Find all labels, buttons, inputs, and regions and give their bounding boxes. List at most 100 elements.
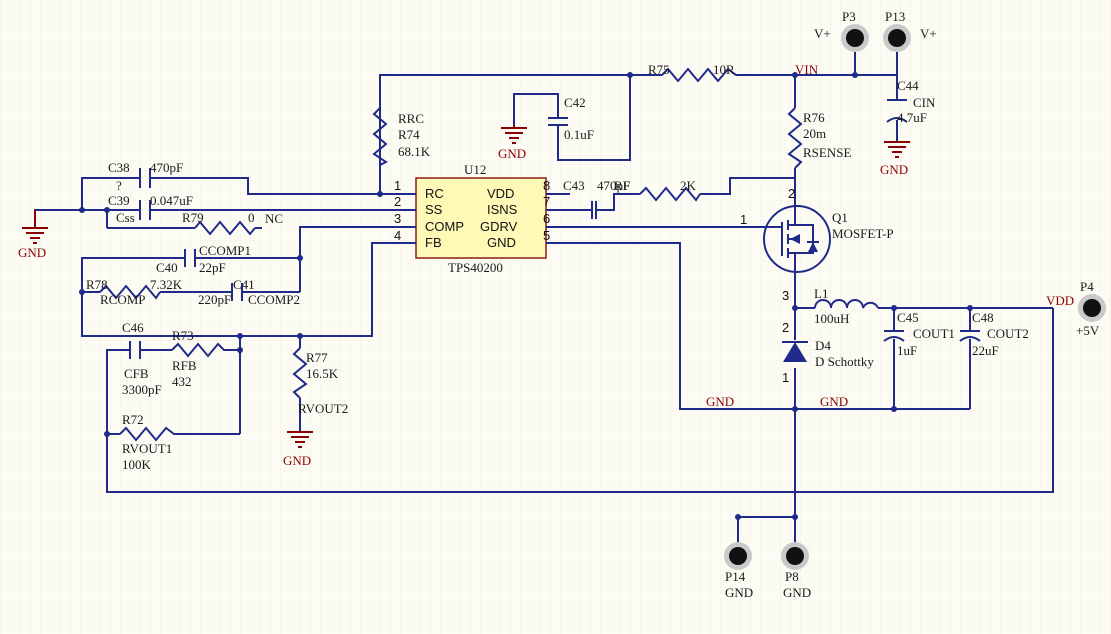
capacitor-c43[interactable]: C43 470pF (563, 178, 630, 219)
port-p3[interactable]: P3 V+ (814, 9, 869, 52)
r72-comment: RVOUT1 (122, 441, 172, 456)
wires (34, 50, 1054, 545)
ic-designator: U12 (464, 162, 486, 177)
resistor-r78[interactable]: R78 RCOMP 7.32K (86, 277, 183, 307)
c41-comment: CCOMP2 (248, 292, 300, 307)
ic-pin-rc-name: RC (425, 186, 444, 201)
r78-designator: R78 (86, 277, 108, 292)
r78-comment: RCOMP (100, 292, 146, 307)
l1-designator: L1 (814, 286, 828, 301)
diode-d4[interactable]: 2 1 D4 D Schottky (782, 320, 874, 385)
ic-pin-vdd-name: VDD (487, 186, 514, 201)
c45-comment: COUT1 (913, 326, 955, 341)
capacitor-c48[interactable]: C48 COUT2 22uF (959, 310, 1029, 358)
r72-designator: R72 (122, 412, 144, 427)
c40-comment: CCOMP1 (199, 243, 251, 258)
port-p8[interactable]: P8 GND (781, 542, 811, 600)
mosfet-q1[interactable]: 2 1 3 Q1 MOSFET-P (740, 186, 894, 303)
port-p14[interactable]: P14 GND (724, 542, 753, 600)
net-label-vdd: VDD (1046, 293, 1074, 308)
c46-comment: CFB (124, 366, 149, 381)
gnd-label-c42: GND (498, 146, 526, 161)
p3-designator: P3 (842, 9, 856, 24)
ic-pin-ss-name: SS (425, 202, 443, 217)
c42-designator: C42 (564, 95, 586, 110)
resistor-r74-rrc[interactable]: RRC R74 68.1K (372, 107, 431, 166)
ground-symbol-left: GND (18, 210, 48, 260)
gnd-label-cin: GND (880, 162, 908, 177)
r79-designator: R79 (182, 210, 204, 225)
ground-symbol-rvout2: GND (283, 431, 313, 468)
p13-net: V+ (920, 26, 937, 41)
c43-value: 470pF (597, 178, 630, 193)
r75-value: 10R (713, 62, 735, 77)
q1-comment: MOSFET-P (832, 226, 894, 241)
p8-net: GND (783, 585, 811, 600)
net-label-vin: VIN (795, 62, 819, 77)
ground-symbol-c42: GND (498, 125, 527, 161)
r77-comment: RVOUT2 (298, 401, 348, 416)
c45-value: 1uF (897, 343, 917, 358)
capacitor-c45[interactable]: C45 COUT1 1uF (883, 310, 955, 358)
l1-value: 100uH (814, 311, 849, 326)
c42-value: 0.1uF (564, 127, 594, 142)
c39-designator: C39 (108, 193, 130, 208)
capacitor-c39[interactable]: C39 0.047uF Css (108, 193, 193, 225)
r77-designator: R77 (306, 350, 328, 365)
ic-pin-gdrv-name: GDRV (480, 219, 518, 234)
ground-symbol-cin: GND (880, 141, 910, 177)
resistor-r72[interactable]: R72 RVOUT1 100K (119, 412, 178, 472)
r72-value: 100K (122, 457, 152, 472)
r73-value: 432 (172, 374, 192, 389)
d4-comment: D Schottky (815, 354, 874, 369)
ic-tps40200[interactable]: U12 TPS40200 RC SS COMP FB VDD ISNS GDRV… (392, 162, 570, 275)
c48-designator: C48 (972, 310, 994, 325)
ic-pin-6-number: 6 (543, 211, 550, 226)
p3-net: V+ (814, 26, 831, 41)
c44-designator: C44 (897, 78, 919, 93)
capacitor-c46[interactable]: C46 CFB 3300pF (122, 320, 162, 397)
capacitor-c41[interactable]: C41 220pF CCOMP2 (198, 277, 300, 307)
capacitor-c38[interactable]: C38 470pF ? (108, 160, 183, 193)
ic-pin-comp-name: COMP (425, 219, 464, 234)
ic-pin-fb-name: FB (425, 235, 442, 250)
ic-pin-3-number: 3 (394, 211, 401, 226)
resistor-r76[interactable]: R76 20m RSENSE (787, 107, 851, 169)
c39-value: 0.047uF (150, 193, 193, 208)
ic-pin-2-number: 2 (394, 194, 401, 209)
port-p13[interactable]: P13 V+ (883, 9, 937, 52)
resistor-r79[interactable]: R79 0 NC (182, 210, 283, 236)
resistor-r73[interactable]: R73 RFB 432 (171, 328, 228, 389)
resistor-rf[interactable]: RF 2K (614, 178, 701, 202)
port-p4[interactable]: P4 +5V (1076, 279, 1106, 338)
inductor-l1[interactable]: L1 100uH (814, 286, 879, 326)
capacitor-c44[interactable]: C44 CIN 4.7uF (886, 78, 936, 125)
ic-pin-1-number: 1 (394, 178, 401, 193)
c46-designator: C46 (122, 320, 144, 335)
c40-value: 22pF (199, 260, 226, 275)
rrc-value: 68.1K (398, 144, 431, 159)
gnd-label-rvout2: GND (283, 453, 311, 468)
ic-pin-8-number: 8 (543, 178, 550, 193)
c38-comment: ? (116, 178, 122, 193)
resistor-r77[interactable]: R77 16.5K RVOUT2 (292, 347, 348, 416)
ic-pin-7-number: 7 (543, 194, 550, 209)
r73-designator: R73 (172, 328, 194, 343)
resistor-r75[interactable]: R75 10R (648, 62, 740, 83)
r79-nc-label: NC (265, 211, 283, 226)
net-label-gnd-1: GND (706, 394, 734, 409)
c43-designator: C43 (563, 178, 585, 193)
r76-value: 20m (803, 126, 826, 141)
p4-designator: P4 (1080, 279, 1094, 294)
r73-comment: RFB (172, 358, 197, 373)
rf-designator: RF (614, 178, 630, 193)
ic-pin-4-number: 4 (394, 228, 401, 243)
c41-value: 220pF (198, 292, 231, 307)
c48-value: 22uF (972, 343, 999, 358)
c40-designator: C40 (156, 260, 178, 275)
r76-designator: R76 (803, 110, 825, 125)
c41-designator: C41 (233, 277, 255, 292)
capacitor-c42[interactable]: C42 0.1uF (548, 95, 594, 142)
capacitor-c40[interactable]: C40 CCOMP1 22pF (156, 243, 251, 275)
